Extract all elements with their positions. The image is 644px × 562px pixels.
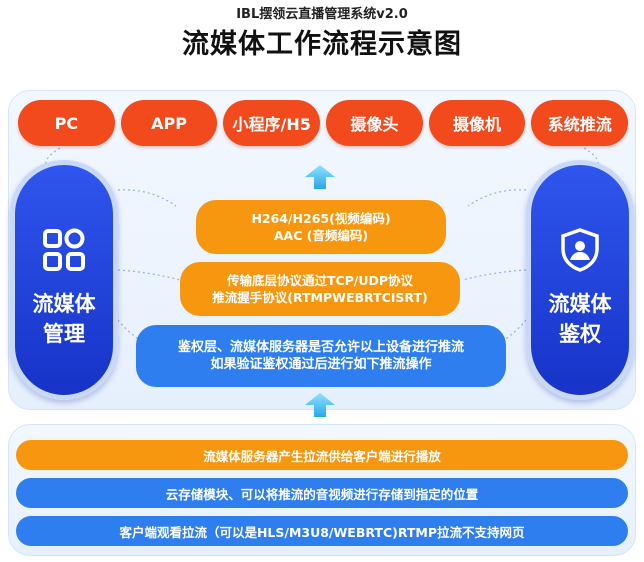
cloud-storage-bar: 云存储模块、可以将推流的音视频进行存储到指定的位置: [16, 478, 628, 508]
codec-box: H264/H265(视频编码) AAC (音频编码): [196, 200, 446, 254]
grid-apps-icon: [43, 228, 85, 271]
stream-management-label: 流媒体 管理: [22, 289, 106, 349]
up-arrow-icon: [305, 393, 335, 417]
diagram-title: 流媒体工作流程示意图: [182, 29, 462, 60]
source-devices-row: PC APP 小程序/H5 摄像头 摄像机 系统推流: [18, 100, 629, 146]
protocol-box: 传输底层协议通过TCP/UDP协议 推流握手协议(RTMPWEBRTCISRT): [180, 262, 460, 316]
user-shield-icon: [561, 228, 599, 272]
auth-box: 鉴权层、流媒体服务器是否允许以上设备进行推流 如果验证鉴权通过后进行如下推流操作: [136, 325, 506, 387]
pull-stream-bar: 流媒体服务器产生拉流供给客户端进行播放: [16, 440, 628, 470]
stream-management-line2: 管理: [43, 322, 85, 346]
source-system-push: 系统推流: [531, 100, 629, 146]
stream-auth-label: 流媒体 鉴权: [538, 289, 622, 349]
source-pc: PC: [18, 100, 115, 146]
stream-auth-line1: 流媒体: [548, 292, 612, 316]
stream-management-pill: 流媒体 管理: [10, 160, 118, 400]
auth-line1: 鉴权层、流媒体服务器是否允许以上设备进行推流: [177, 340, 464, 355]
stream-auth-pill: 流媒体 鉴权: [526, 160, 634, 400]
protocol-line2: 推流握手协议(RTMPWEBRTCISRT): [212, 290, 428, 305]
codec-line2: AAC (音频编码): [273, 228, 369, 243]
codec-line1: H264/H265(视频编码): [251, 211, 391, 226]
source-video-camera: 摄像机: [428, 100, 526, 146]
client-playback-bar: 客户端观看拉流（可以是HLS/M3U8/WEBRTC)RTMP拉流不支持网页: [16, 516, 628, 546]
system-subtitle: IBL摆领云直播管理系统v2.0: [236, 7, 408, 22]
stream-auth-line2: 鉴权: [559, 322, 601, 346]
source-mini-program: 小程序/H5: [223, 100, 321, 146]
source-app: APP: [120, 100, 218, 146]
up-arrow-icon: [305, 165, 335, 189]
stream-management-line1: 流媒体: [32, 292, 96, 316]
source-webcam: 摄像头: [326, 100, 423, 146]
auth-line2: 如果验证鉴权通过后进行如下推流操作: [210, 357, 432, 372]
protocol-line1: 传输底层协议通过TCP/UDP协议: [226, 273, 414, 288]
